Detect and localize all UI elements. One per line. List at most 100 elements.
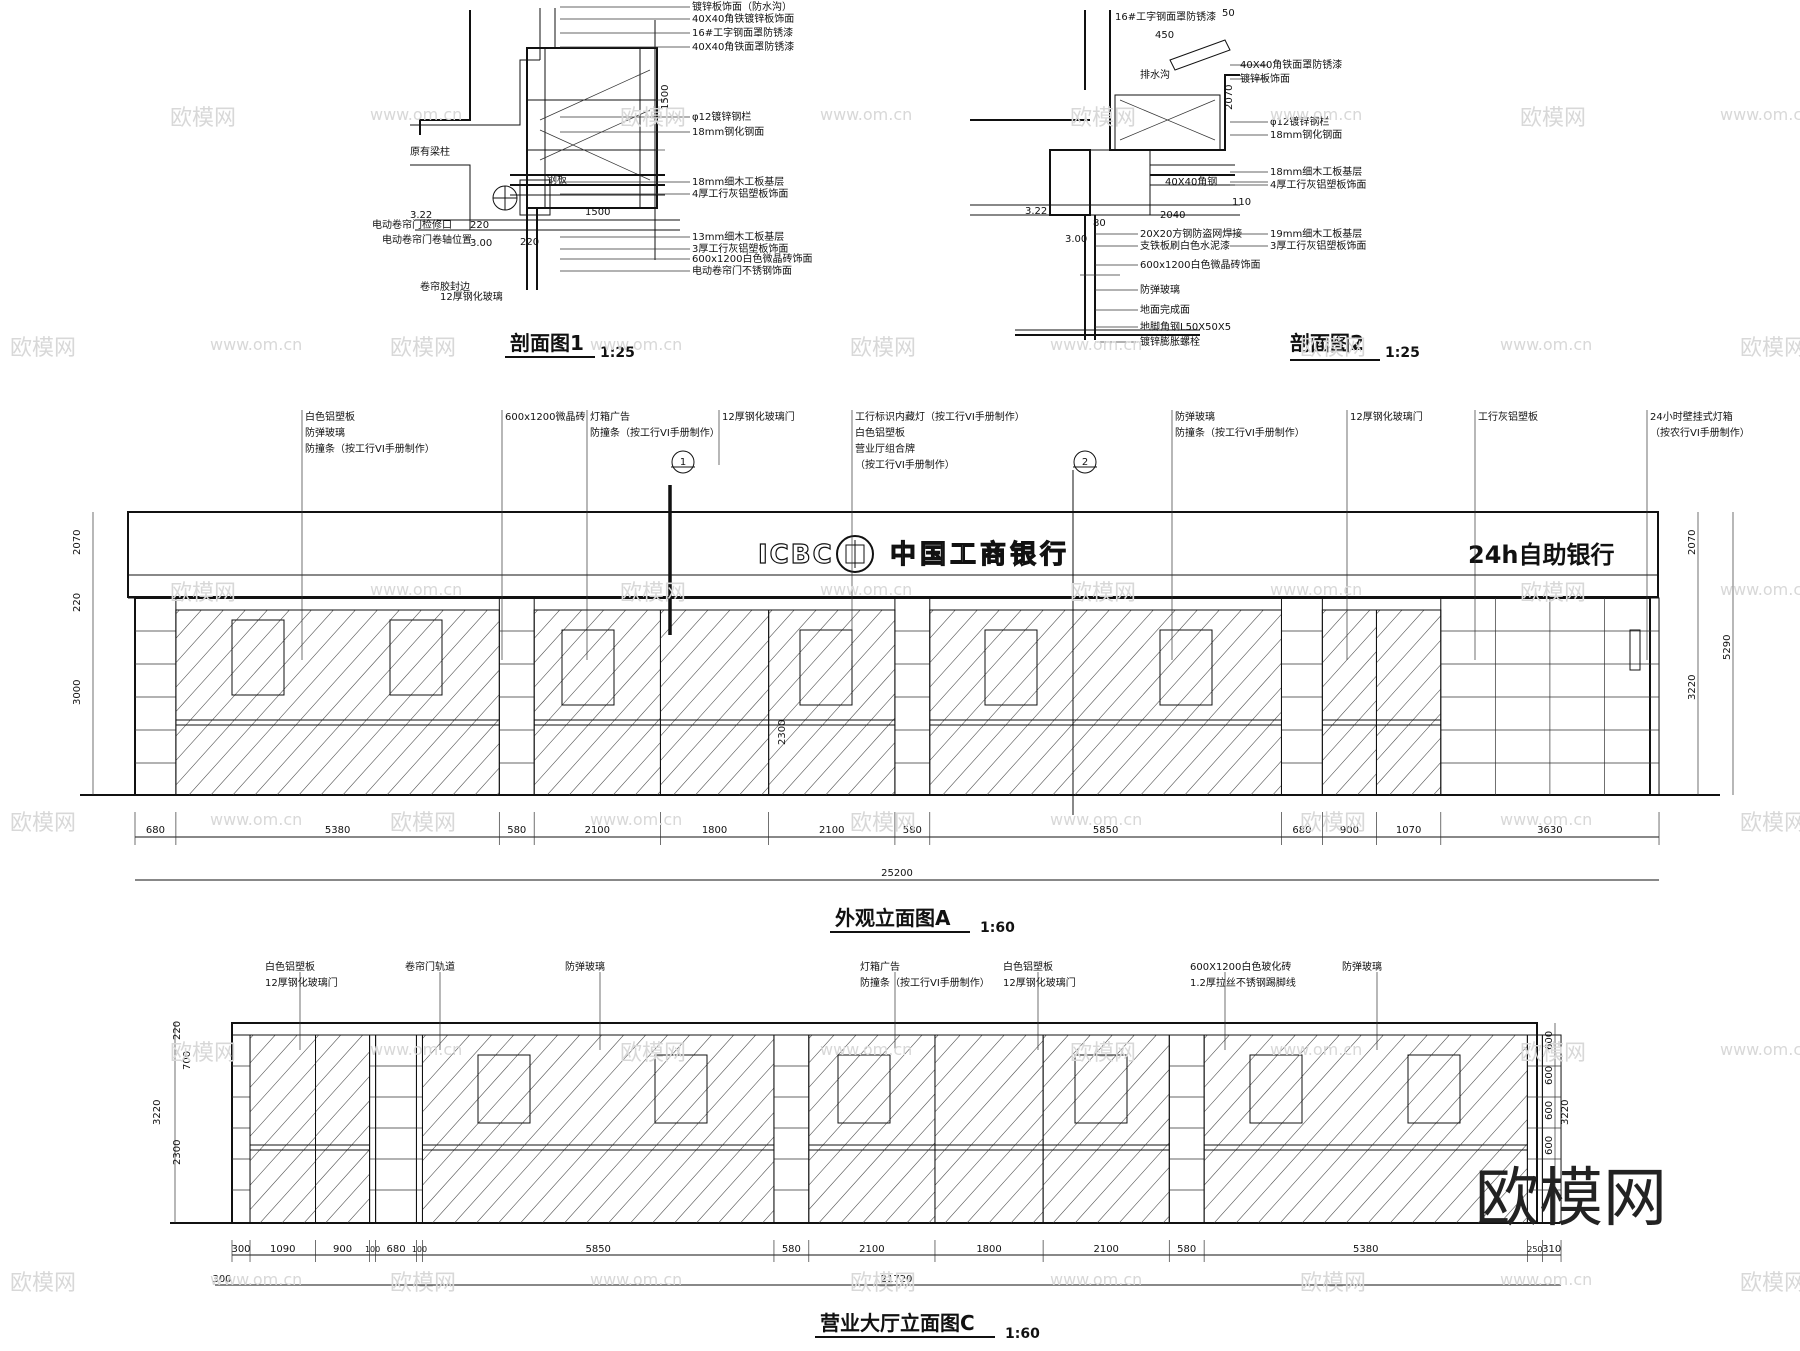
dimension-label: 2040 [1160,210,1185,221]
dimension-label: 5380 [325,825,350,836]
elevation-c-note: 12厚钢化玻璃门 [1003,976,1076,989]
elevation-a-note: 防弹玻璃 [305,426,345,439]
dimension-label: 900 [333,1244,352,1255]
section-2-note: 镀锌板饰面 [1240,72,1290,85]
dimension-label: 2070 [1687,530,1698,555]
watermark: 欧模网 [1070,581,1136,606]
section-2-note: 40X40角铁面罩防锈漆 [1240,58,1342,71]
elevation-c-note: 600X1200白色玻化砖 [1190,960,1291,973]
dimension-label: 300 [231,1244,250,1255]
section-1-note: 原有梁柱 [410,145,450,158]
watermark-url: www.om.cn [210,1270,302,1289]
elevation-c-note: 灯箱广告 [860,960,900,973]
dimension-label: 2300 [172,1140,183,1165]
dimension-label: 2300 [777,720,788,745]
section-2-note: φ12镀锌钢栏 [1270,115,1329,128]
dimension-label: 220 [172,1021,183,1040]
elevation-a-note: 600x1200微晶砖 [505,410,585,423]
watermark: 欧模网 [1740,336,1800,361]
watermark-url: www.om.cn [1270,580,1362,599]
elevation-c-annotations: 白色铝塑板12厚钢化玻璃门卷帘门轨道防弹玻璃灯箱广告防撞条（按工行VI手册制作）… [265,960,1382,1050]
watermark: 欧模网 [1300,1271,1366,1296]
section-1-note: 电动卷帘门检修口 [372,218,452,231]
watermark: 欧模网 [390,1271,456,1296]
elevation-c-scale: 1:60 [1005,1326,1040,1342]
section-1-note: 12厚钢化玻璃 [440,290,503,303]
elevation-a-note: 12厚钢化玻璃门 [1350,410,1423,423]
watermark-url: www.om.cn [820,1040,912,1059]
dimension-label: 250 [1527,1245,1542,1254]
dimension-label: 600 [1544,1066,1555,1085]
watermark: 欧模网 [10,811,76,836]
elevation-a-note: 工行灰铝塑板 [1478,410,1538,423]
watermark-url: www.om.cn [590,1270,682,1289]
elevation-c-title: 营业大厅立面图C [820,1311,975,1335]
dimension-label: 3630 [1537,825,1562,836]
dimension-label: 580 [903,825,922,836]
watermark-url: www.om.cn [820,580,912,599]
section-1-note: 电动卷帘门卷轴位置 [382,233,472,246]
elevation-a-note: （按工行VI手册制作） [855,458,955,471]
section-2-note: 3厚工行灰铝塑板饰面 [1270,239,1366,252]
watermark-url: www.om.cn [1270,1040,1362,1059]
dimension-label: 1500 [660,85,671,110]
section-1-note: 钢板 [547,173,567,186]
watermark-url: www.om.cn [1500,335,1592,354]
dimension-label: 600 [1544,1101,1555,1120]
brand-watermark: 欧模网 [1475,1162,1667,1236]
section-2-note: 16#工字钢面罩防锈漆 [1115,10,1216,23]
section-1-note: 18mm钢化钢面 [692,125,764,138]
dimension-label: 220 [72,593,83,612]
dimension-label: 310 [1542,1244,1561,1255]
elevation-c-note: 白色铝塑板 [265,960,315,973]
section-1-drawing [410,8,680,290]
icbc-emblem-icon [836,535,874,573]
watermark-url: www.om.cn [370,1040,462,1059]
watermark: 欧模网 [1300,811,1366,836]
elevation-c-note: 1.2厚拉丝不锈钢踢脚线 [1190,976,1296,989]
watermark: 欧模网 [850,336,916,361]
dimension-label: 680 [146,825,165,836]
dimension-label: 1500 [585,207,610,218]
dimension-label: 220 [470,220,489,231]
watermark-url: www.om.cn [370,580,462,599]
section-1-note: 4厚工行灰铝塑板饰面 [692,187,788,200]
section-2-title: 剖面图2 [1290,331,1364,355]
section-1-note: 镀锌板饰面（防水沟） [692,0,792,13]
elevation-a-annotations: 白色铝塑板防弹玻璃防撞条（按工行VI手册制作）600x1200微晶砖灯箱广告防撞… [301,410,1750,660]
section-1-note: 13mm细木工板基层 [692,230,784,243]
watermark-url: www.om.cn [1500,1270,1592,1289]
dimension-label: 680 [386,1244,405,1255]
section-2-note: 18mm细木工板基层 [1270,165,1362,178]
watermark-url: www.om.cn [1050,335,1142,354]
dimension-label: 600 [1544,1031,1555,1050]
watermark-layer: 欧模网 www.om.cn 欧模网 www.om.cn 欧模网 www.om.cn 欧模网 w… [10,105,1800,1296]
elevation-a-scale: 1:60 [980,920,1015,936]
section-2-note: 镀锌膨胀螺栓 [1140,335,1200,348]
watermark: 欧模网 [1520,1041,1586,1066]
watermark-url: www.om.cn [590,335,682,354]
watermark: 欧模网 [390,336,456,361]
watermark-url: www.om.cn [1720,1040,1800,1059]
dimension-label: 1070 [1396,825,1421,836]
watermark-url: www.om.cn [1050,810,1142,829]
section-2-note: 50 [1222,8,1235,19]
elevation-c-note: 白色铝塑板 [1003,960,1053,973]
dimension-total: 21720 [881,1274,913,1285]
dimension-label: 2070 [1224,85,1235,110]
dimension-label: 1800 [702,825,727,836]
section-2-note: 20X20方钢防盗网焊接 [1140,227,1242,240]
section-1-note: 18mm细木工板基层 [692,175,784,188]
watermark-url: www.om.cn [210,810,302,829]
watermark: 欧模网 [10,1271,76,1296]
watermark: 欧模网 [1070,1041,1136,1066]
elevation-c-drawing [170,1022,1562,1224]
watermark-url: www.om.cn [1050,1270,1142,1289]
dimension-label: 3220 [1687,675,1698,700]
section-2-note: 地面完成面 [1140,303,1190,316]
elevation-a-title: 外观立面图A [835,906,951,930]
